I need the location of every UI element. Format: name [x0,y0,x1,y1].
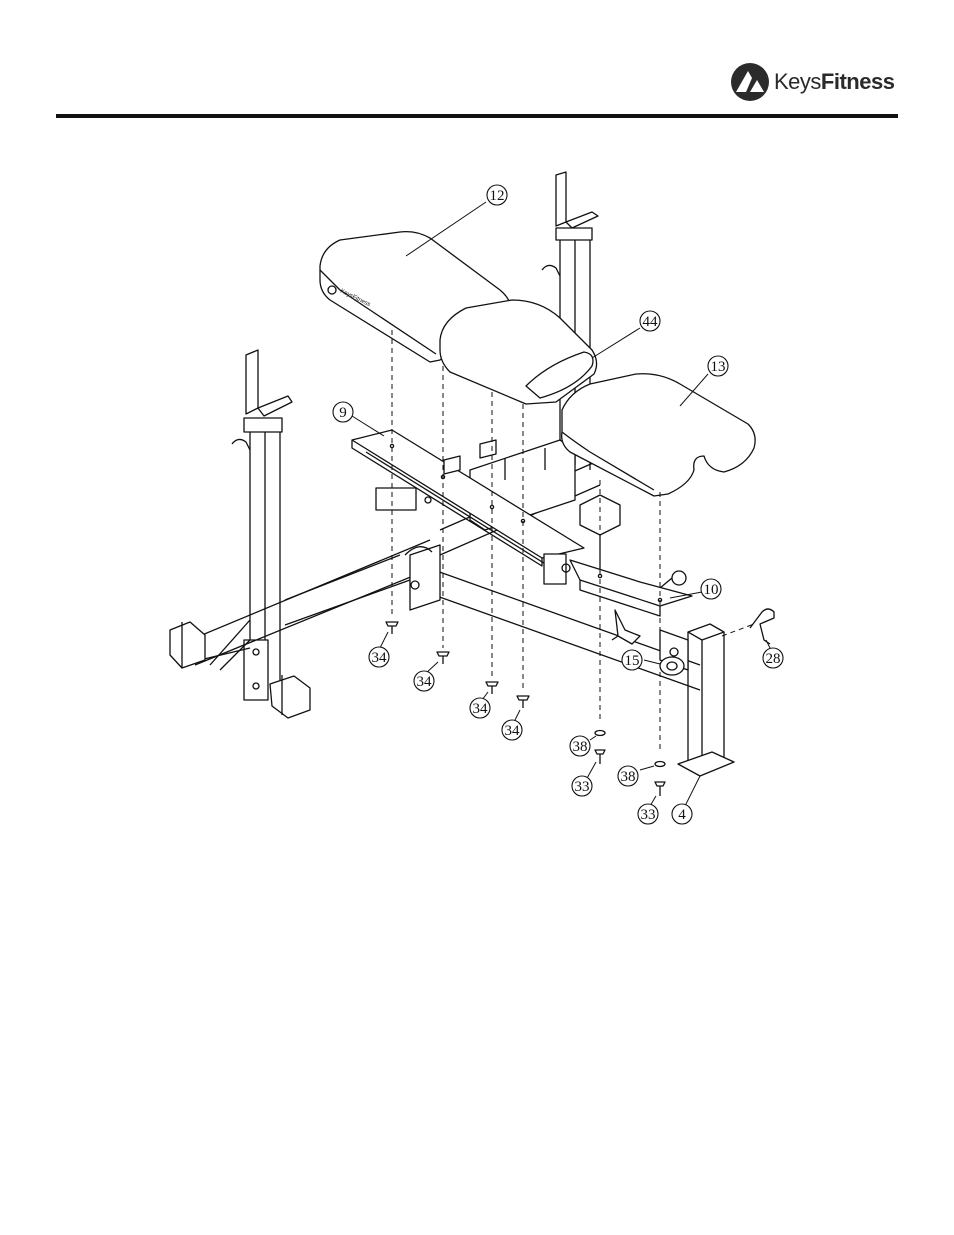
callout-4: 4 [672,804,692,824]
callout-13: 13 [708,356,728,376]
callout-34-b: 34 [414,671,434,691]
bolts-34 [386,622,529,708]
svg-text:34: 34 [417,674,433,690]
callout-38-b: 38 [618,766,638,786]
svg-text:38: 38 [621,769,636,785]
page-header: KeysFitness [0,0,954,120]
svg-text:34: 34 [473,701,489,717]
front-right-leg [660,624,734,776]
bench-exploded-diagram: KeysFitness 12 44 13 9 10 28 15 [0,150,954,850]
brand-wordmark: KeysFitness [774,69,894,95]
svg-text:15: 15 [625,653,640,669]
seat-plate [570,560,692,616]
keys-fitness-mountain-icon [730,62,770,102]
callout-38-a: 38 [570,736,590,756]
middle-pad [440,300,597,404]
callout-34-a: 34 [369,647,389,667]
svg-text:34: 34 [372,650,388,666]
callout-34-c: 34 [470,698,490,718]
svg-text:44: 44 [643,314,659,330]
svg-text:28: 28 [766,651,781,667]
callout-34-d: 34 [502,720,522,740]
svg-text:38: 38 [573,739,588,755]
brand-logo: KeysFitness [730,62,894,102]
seat-pad [562,374,755,496]
header-rule [56,114,898,118]
brand-name-fitness: Fitness [821,69,895,94]
callout-44: 44 [640,311,660,331]
front-left-upright [232,350,292,700]
callout-33-b: 33 [638,804,658,824]
svg-text:13: 13 [711,359,726,375]
left-base-frame [170,540,440,718]
svg-text:33: 33 [575,779,590,795]
svg-text:9: 9 [339,405,347,421]
svg-text:33: 33 [641,807,656,823]
callout-9: 9 [333,402,353,422]
callout-10: 10 [701,579,721,599]
svg-text:34: 34 [505,723,521,739]
callout-15: 15 [622,650,642,670]
callout-28: 28 [763,648,783,668]
svg-text:12: 12 [490,188,505,204]
brand-name-keys: Keys [774,69,821,94]
svg-text:10: 10 [704,582,719,598]
callout-33-a: 33 [572,776,592,796]
svg-text:4: 4 [678,807,686,823]
callout-12: 12 [487,185,507,205]
spring-clip-28 [750,609,774,644]
